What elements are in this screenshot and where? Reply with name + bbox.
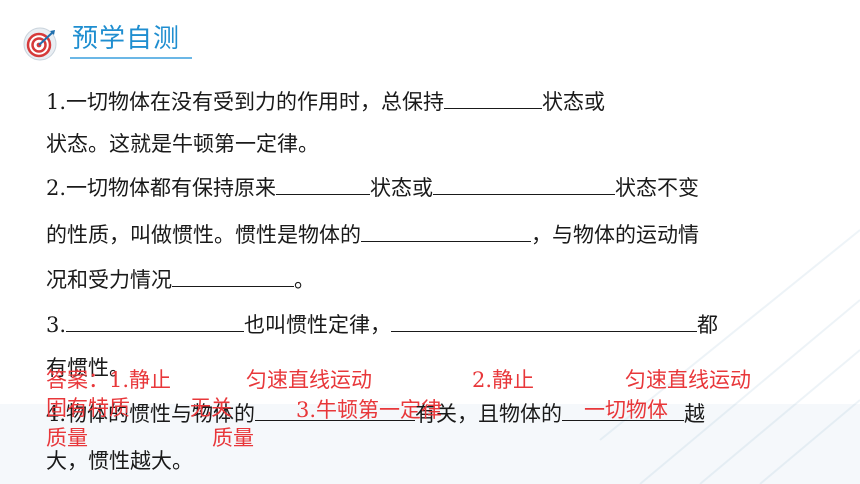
q1-blank-1 (444, 86, 543, 109)
section-title: 预学自测 (72, 24, 181, 54)
q2-text-e: ，与物体的运动情 (531, 223, 699, 247)
q3-text-b: 也叫惯性定律， (244, 313, 392, 337)
q2-blank-2 (433, 172, 616, 195)
answer-10: 质量 (212, 426, 254, 450)
q4-blank-2 (562, 398, 685, 421)
answer-2: 匀速直线运动 (246, 368, 372, 392)
q2-text-c: 状态不变 (615, 176, 700, 200)
answer-4: 匀速直线运动 (625, 368, 751, 392)
question-3-line-1: 3. 也叫惯性定律， 都 (46, 309, 718, 340)
q4-text-c: 越 (684, 402, 706, 426)
q4-blank-1 (255, 398, 416, 421)
q2-blank-3 (361, 219, 531, 242)
question-1-line-2: 状态。这就是牛顿第一定律。 (46, 129, 319, 159)
question-3-line-2: 有惯性。 (46, 353, 130, 383)
q1-text-b: 状态或 (542, 90, 606, 114)
q4-text-d: 大，惯性越大。 (46, 449, 193, 473)
q3-text-d: 有惯性。 (46, 356, 130, 380)
q2-blank-1 (276, 172, 371, 195)
question-2-line-2: 的性质，叫做惯性。惯性是物体的 ，与物体的运动情 (46, 219, 699, 250)
q4-text-b: 有关，且物体的 (415, 402, 563, 426)
q3-text-a: 3. (46, 313, 67, 337)
answer-3: 2.静止 (472, 368, 535, 392)
q1-text-c: 状态。这就是牛顿第一定律。 (46, 132, 319, 156)
answer-5: 固有特质 (46, 396, 130, 420)
q2-text-a: 2.一切物体都有保持原来 (46, 176, 277, 200)
question-4-line-2: 大，惯性越大。 (46, 446, 193, 476)
answer-9: 质量 (46, 426, 88, 450)
q3-text-c: 都 (697, 313, 719, 337)
q1-text-a: 1.一切物体在没有受到力的作用时，总保持 (46, 90, 445, 114)
title-underline (70, 57, 192, 59)
q2-text-g: 。 (294, 268, 315, 292)
q3-blank-2 (391, 309, 698, 332)
q3-blank-1 (66, 309, 245, 332)
question-2-line-3: 况和受力情况 。 (46, 264, 315, 295)
answer-7: 3.牛顿第一定律 (296, 398, 443, 422)
answer-1: 答案：1.静止 (46, 368, 172, 392)
answer-6: 无关 (190, 396, 232, 420)
question-1-line-1: 1.一切物体在没有受到力的作用时，总保持 状态或 (46, 86, 605, 117)
q2-text-f: 况和受力情况 (46, 268, 172, 292)
answer-8: 一切物体 (584, 398, 668, 422)
q2-text-d: 的性质，叫做惯性。惯性是物体的 (46, 223, 361, 247)
question-2-line-1: 2.一切物体都有保持原来 状态或 状态不变 (46, 172, 699, 203)
question-4-line-1: 4.物体的惯性与物体的 有关，且物体的 越 (46, 398, 705, 429)
q4-text-a: 4.物体的惯性与物体的 (46, 402, 256, 426)
target-icon (23, 27, 57, 61)
q2-text-b: 状态或 (370, 176, 434, 200)
q2-blank-4 (172, 264, 294, 287)
